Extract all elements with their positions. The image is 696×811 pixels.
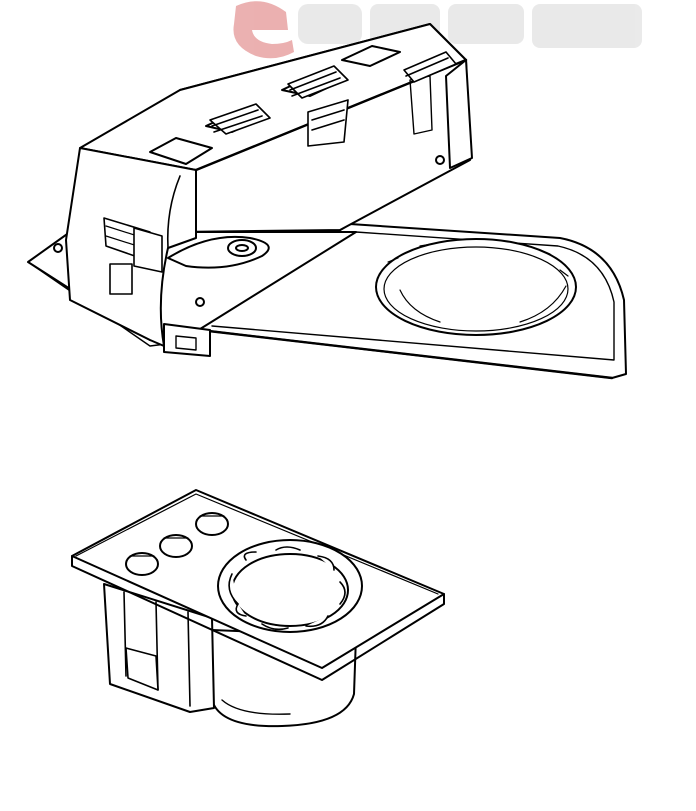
clip: [209, 51, 457, 147]
top-slot: [149, 137, 213, 165]
watermark-logo: [233, 1, 642, 59]
cup-holder-insert: [71, 489, 445, 728]
front-window: [109, 263, 133, 295]
button-hole: [125, 552, 159, 576]
cup-opening: [375, 238, 577, 336]
cup-holder-assembly: [27, 23, 627, 380]
